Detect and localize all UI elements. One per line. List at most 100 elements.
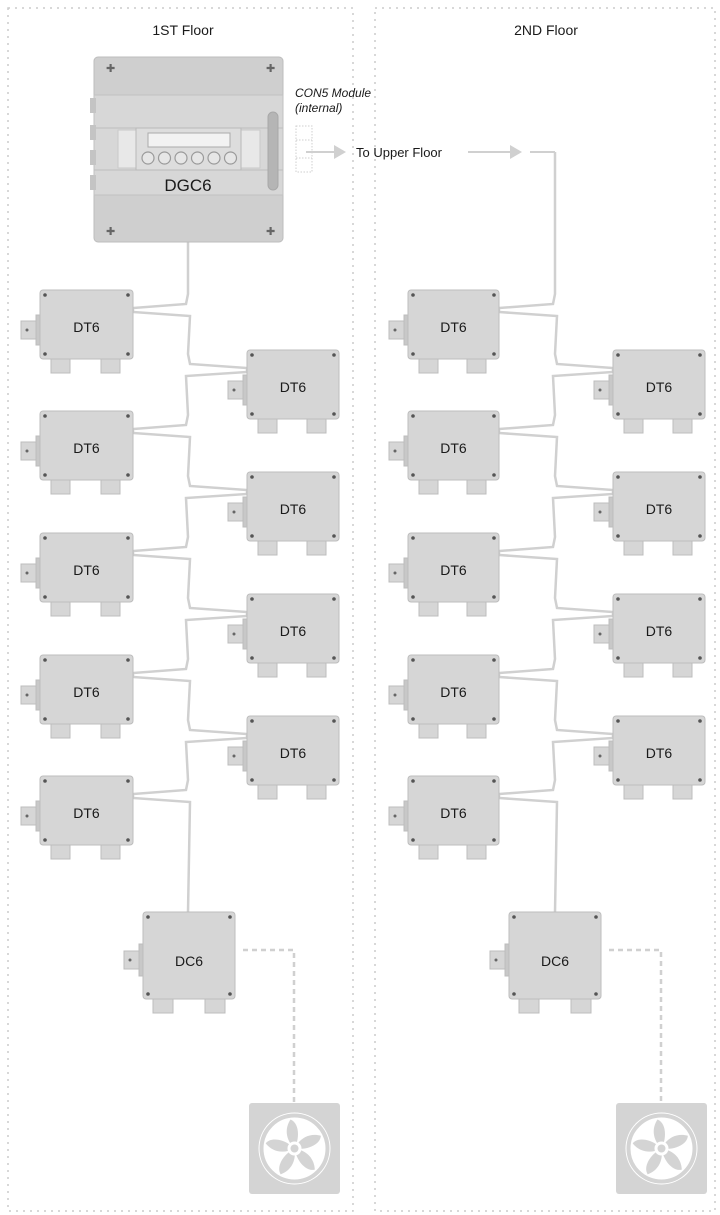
screw-icon [616, 353, 620, 357]
screw-icon [332, 353, 336, 357]
screw-icon [698, 353, 702, 357]
dt6-sensor[interactable]: DT6 [227, 349, 340, 434]
screw-icon [616, 534, 620, 538]
screw-icon [250, 656, 254, 660]
dt6-sensor[interactable]: DT6 [593, 715, 706, 800]
screw-icon [411, 293, 415, 297]
screw-icon [250, 778, 254, 782]
screw-icon [492, 473, 496, 477]
screw-icon [492, 658, 496, 662]
screw-icon [146, 992, 150, 996]
controller-buttons[interactable] [141, 151, 238, 165]
sensor-label: DT6 [280, 501, 307, 517]
screw-icon [512, 992, 516, 996]
screw-icon: ✚ [106, 226, 115, 238]
screw-icon [411, 414, 415, 418]
sensor-label: DT6 [73, 805, 100, 821]
controller-button[interactable] [141, 151, 155, 165]
screw-icon [126, 595, 130, 599]
screw-icon [492, 414, 496, 418]
screw-icon: ✚ [106, 63, 115, 75]
screw-icon [43, 473, 47, 477]
screw-icon [332, 534, 336, 538]
dt6-sensor[interactable]: DT6 [593, 593, 706, 678]
screw-icon [43, 838, 47, 842]
dt6-sensor[interactable]: DT6 [20, 654, 134, 739]
sensor-label: DT6 [440, 805, 467, 821]
screw-icon [43, 658, 47, 662]
dt6-sensor[interactable]: DT6 [20, 410, 134, 495]
controller-button[interactable] [223, 151, 238, 165]
dgc6-controller[interactable]: DGC6 ✚ ✚ ✚ ✚ [90, 56, 284, 243]
screw-icon [228, 992, 232, 996]
screw-icon [512, 915, 516, 919]
sensor-label: DT6 [73, 319, 100, 335]
dt6-sensor[interactable]: DT6 [388, 532, 500, 617]
screw-icon [492, 536, 496, 540]
controller-button[interactable] [174, 151, 188, 165]
screw-icon [411, 717, 415, 721]
screw-icon [411, 595, 415, 599]
sensor-label: DT6 [73, 562, 100, 578]
screw-icon [616, 656, 620, 660]
screw-icon [43, 717, 47, 721]
screw-icon [616, 719, 620, 723]
dc6-relay[interactable]: DC6 [489, 911, 602, 1014]
sensor-label: DT6 [440, 440, 467, 456]
screw-icon [126, 536, 130, 540]
controller-lcd [147, 132, 231, 148]
screw-icon [411, 473, 415, 477]
fan-icon [249, 1103, 340, 1194]
screw-icon [492, 838, 496, 842]
screw-icon [332, 778, 336, 782]
dt6-sensor[interactable]: DT6 [388, 775, 500, 860]
floor-panel-2 [374, 7, 716, 1212]
screw-icon [126, 717, 130, 721]
screw-icon [332, 412, 336, 416]
screw-icon [492, 717, 496, 721]
devices-layer: DT6DT6DT6DT6DT6DT6DT6DT6DT6DC6DT6DT6DT6D… [20, 289, 707, 1194]
dt6-sensor[interactable]: DT6 [20, 289, 134, 374]
screw-icon [492, 779, 496, 783]
screw-icon: ✚ [266, 226, 275, 238]
dt6-sensor[interactable]: DT6 [20, 775, 134, 860]
screw-icon [250, 719, 254, 723]
screw-icon [250, 534, 254, 538]
screw-icon [616, 412, 620, 416]
screw-icon [43, 352, 47, 356]
dt6-sensor[interactable]: DT6 [388, 410, 500, 495]
controller-label: DGC6 [164, 176, 211, 195]
controller-button[interactable] [207, 151, 221, 165]
dc6-relay[interactable]: DC6 [123, 911, 236, 1014]
screw-icon [43, 779, 47, 783]
screw-icon [411, 838, 415, 842]
dt6-sensor[interactable]: DT6 [388, 289, 500, 374]
dt6-sensor[interactable]: DT6 [593, 471, 706, 556]
sensor-label: DT6 [280, 745, 307, 761]
relay-label: DC6 [541, 953, 569, 969]
screw-icon [616, 778, 620, 782]
dt6-sensor[interactable]: DT6 [227, 715, 340, 800]
screw-icon [594, 992, 598, 996]
screw-icon [411, 658, 415, 662]
screw-icon [698, 412, 702, 416]
controller-button[interactable] [157, 151, 172, 165]
module-label-line1: CON5 Module [295, 86, 371, 100]
screw-icon [126, 658, 130, 662]
dt6-sensor[interactable]: DT6 [20, 532, 134, 617]
screw-icon [411, 779, 415, 783]
controller-button[interactable] [190, 151, 205, 165]
dt6-sensor[interactable]: DT6 [388, 654, 500, 739]
dt6-sensor[interactable]: DT6 [227, 593, 340, 678]
screw-icon [126, 293, 130, 297]
relay-label: DC6 [175, 953, 203, 969]
screw-icon [332, 656, 336, 660]
dt6-sensor[interactable]: DT6 [593, 349, 706, 434]
dt6-sensor[interactable]: DT6 [227, 471, 340, 556]
screw-icon [126, 779, 130, 783]
screw-icon [228, 915, 232, 919]
sensor-label: DT6 [646, 501, 673, 517]
screw-icon [698, 719, 702, 723]
screw-icon [126, 838, 130, 842]
